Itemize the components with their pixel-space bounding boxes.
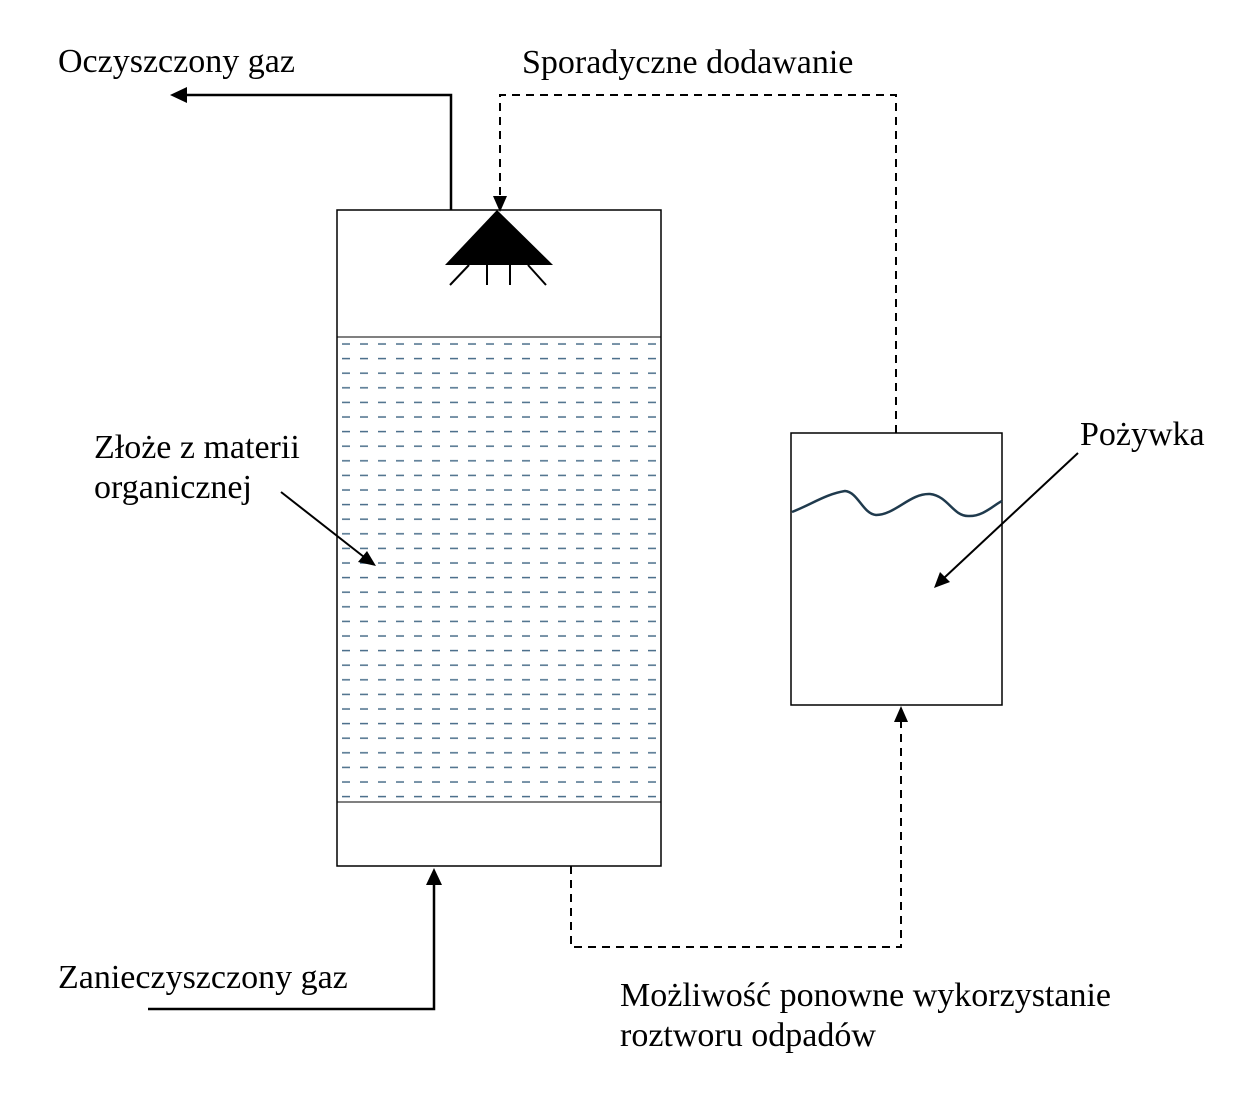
sporadic-addition-line: [493, 94, 897, 433]
waste-reuse-label-line1: Możliwość ponowne wykorzystanie: [620, 977, 1112, 1014]
contaminated-gas-inlet-arrow: [148, 868, 442, 1011]
contaminated-gas-label: Zanieczyszczony gaz: [58, 959, 348, 996]
bed-pointer-arrow: [280, 491, 376, 566]
waste-reuse-label-line2: roztworu odpadów: [620, 1017, 876, 1054]
clean-gas-outlet-arrow: [170, 87, 453, 210]
nutrient-tank: [790, 432, 1003, 706]
reactor-column: [336, 209, 662, 867]
nutrient-pointer-arrow: [934, 452, 1079, 588]
sporadic-addition-label: Sporadyczne dodawanie: [522, 44, 854, 81]
waste-reuse-line: [570, 706, 908, 948]
organic-bed-label: Złoże z materii organicznej: [94, 428, 300, 508]
waste-reuse-label: Możliwość ponowne wykorzystanie roztworu…: [620, 976, 1111, 1056]
clean-gas-label: Oczyszczony gaz: [58, 43, 295, 80]
nutrient-label: Pożywka: [1080, 416, 1205, 453]
spray-nozzle-icon: [445, 210, 553, 286]
organic-bed-packing: [339, 339, 659, 801]
organic-bed-label-line2: organicznej: [94, 469, 252, 506]
organic-bed-label-line1: Złoże z materii: [94, 429, 300, 466]
